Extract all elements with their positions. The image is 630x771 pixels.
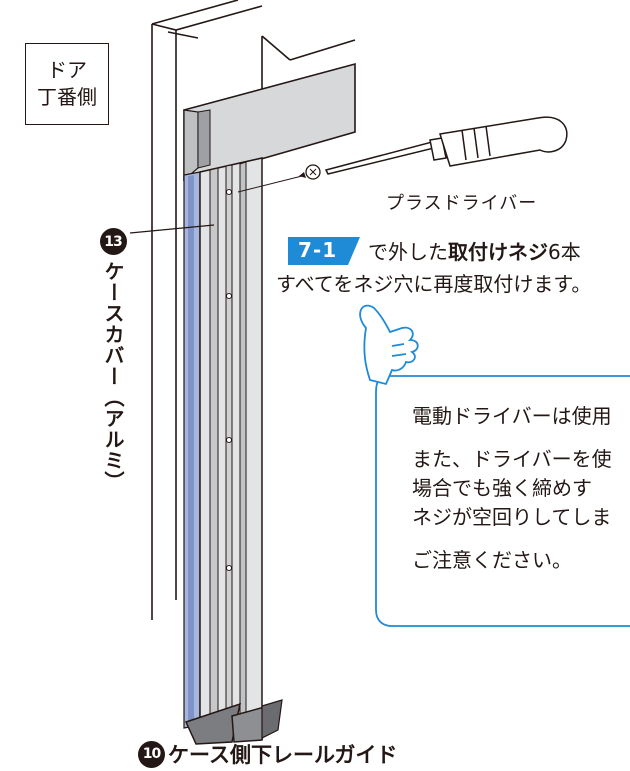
case-cover-number-badge: 13 [99, 228, 127, 255]
step-instruction-line1: 7-1 で外した 取付けネジ 6本 [288, 236, 581, 265]
step-badge-text: 7-1 [298, 237, 338, 262]
case-cover-strip [183, 171, 201, 729]
rail-guide-parts [184, 699, 283, 745]
caution-text: 電動ドライバーは使用 また、ドライバーを使 場合でも強く締めす ネジが空回りして… [412, 402, 612, 575]
caution-line1: 電動ドライバーは使用 [412, 404, 612, 428]
door-hinge-side-label: ドア 丁番側 [25, 43, 109, 125]
screw-icon [299, 164, 321, 180]
caution-line5: ご注意ください。 [412, 548, 572, 572]
rail-guide-number-badge: 10 [138, 740, 165, 768]
caution-line2: また、ドライバーを使 [412, 447, 612, 471]
screwdriver-icon [324, 116, 568, 175]
case-cover-text: ケースカバー（アルミ） [101, 261, 125, 492]
rail-guide-callout: 10 ケース側下レールガイド [138, 739, 397, 769]
step-line1-post: 6本 [548, 240, 581, 264]
step-line1-pre: で外した [368, 240, 448, 264]
case-cover-callout: 13 ケースカバー（アルミ） [96, 228, 130, 492]
pointing-hand-icon [359, 304, 419, 386]
screw-leader [237, 175, 303, 193]
door-frame [151, 0, 356, 620]
screwdriver-label: プラスドライバー [386, 193, 538, 214]
step-line1-bold: 取付けネジ [448, 240, 548, 264]
step-badge: 7-1 [288, 236, 360, 265]
door-label-line1: ドア [47, 58, 87, 82]
caution-line4: ネジが空回りしてしま [412, 505, 612, 529]
step-instruction-line2: すべてをネジ穴に再度取付けます。 [276, 272, 592, 296]
vertical-case [199, 157, 263, 731]
caution-line3: 場合でも強く締めす [412, 476, 592, 500]
case-cover-leader [129, 224, 215, 234]
door-label-line2: 丁番側 [37, 85, 97, 109]
header-case [183, 62, 356, 182]
rail-guide-text: ケース側下レールガイド [168, 743, 398, 767]
